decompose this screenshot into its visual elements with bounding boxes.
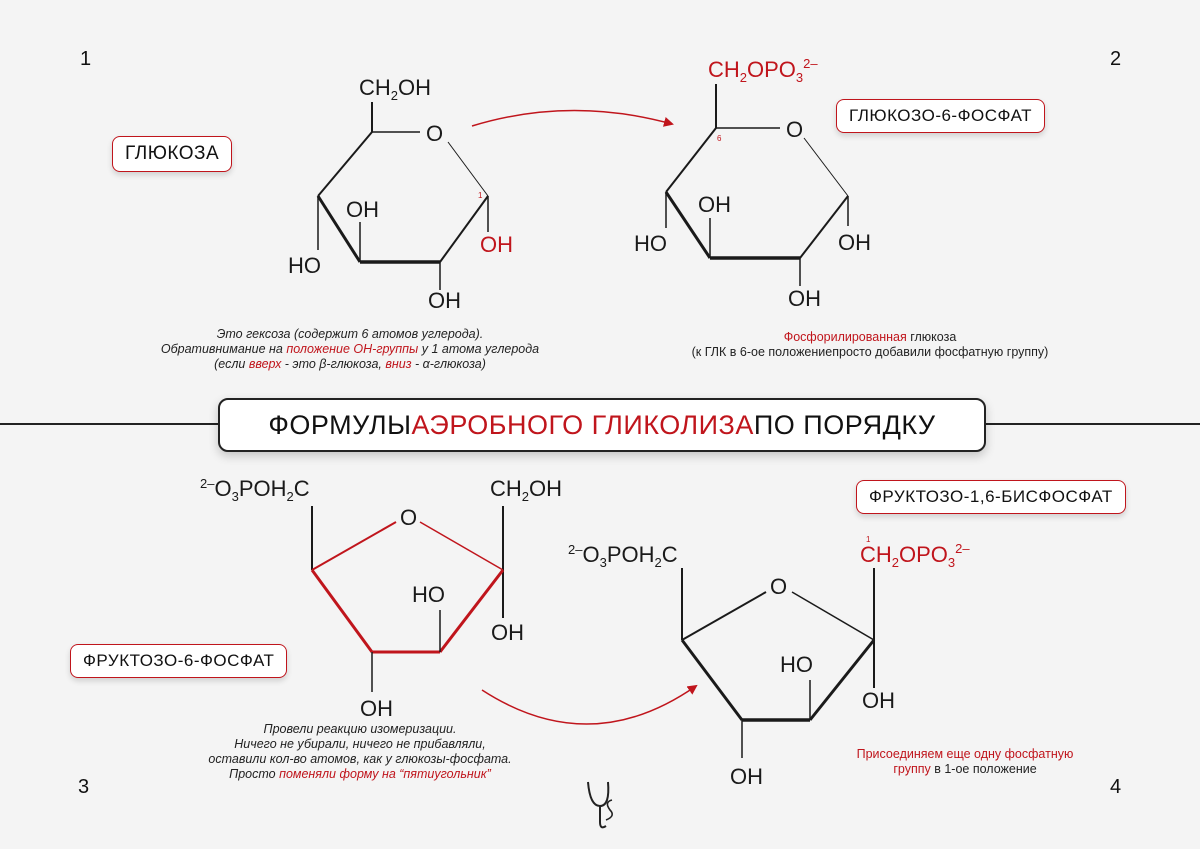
glucose-6-phosphate-structure: CH2OPO32– O OH HO OH OH 6 [634,56,871,311]
label-glucose: ГЛЮКОЗА [112,136,233,172]
f6p-left-group: 2–O3POH2C [200,476,310,504]
divider-right [982,423,1200,425]
note-f6p-line3: оставили кол-во атомов, как у глюкозы-фо… [208,752,512,766]
g-bond-c4-c3 [316,195,362,263]
g6p-oh-inner: OH [698,192,731,217]
f16bp-ring-c2-c3 [808,639,876,721]
reaction-arrow-1 [471,109,674,127]
f16bp-left-group: 2–O3POH2C [568,542,678,570]
note-glucose-6-phosphate: Фосфорилированная глюкоза (к ГЛК в 6-ое … [640,330,1100,360]
panel-number-1: 1 [80,48,92,70]
f6p-ring-o: O [400,505,417,530]
f16bp-ring-o: O [770,574,787,599]
fructose-6-phosphate-structure: 2–O3POH2C CH2OH O HO OH OH [200,476,562,721]
f6p-ring-o-c2 [419,521,504,571]
f6p-ch2oh: CH2OH [490,476,562,504]
g-bond-o-c1 [447,141,489,197]
g6p-bond-c4-c3 [664,191,712,259]
note-g6p-line2: (к ГЛК в 6-ое положениепросто добавили ф… [691,345,1049,359]
g-ho-left: HO [288,253,321,278]
note-glucose-line1: Это гексоза (содержит 6 атомов углерода)… [216,327,484,341]
panel-number-2: 2 [1110,48,1122,70]
f16bp-ring-c4-c5 [680,639,744,721]
g-c1-number: 1 [478,191,483,200]
logo-monogram [587,781,614,829]
f16bp-ring-o-c2 [791,591,875,641]
note-f6p-line2: Ничего не убирали, ничего не прибавляли, [234,737,486,751]
f6p-ho-inner: HO [412,582,445,607]
g-ch2oh: CH2OH [359,75,431,103]
g-oh-inner: OH [346,197,379,222]
g-bond-c5-c4 [317,131,373,197]
f6p-oh-bottom: OH [360,696,393,721]
note-f6p-line4: Просто поменяли форму на “пятиугольник” [229,767,491,781]
note-g6p-line1: Фосфорилированная глюкоза [783,330,957,344]
g6p-c6-number: 6 [717,134,722,143]
note-fructose-1-6-bisphosphate: Присоединяем еще одну фосфатную группу в… [800,747,1130,777]
title-part-3: ПО ПОРЯДКУ [753,409,936,440]
note-fructose-6-phosphate: Провели реакцию изомеризации. Ничего не … [160,722,560,782]
g6p-oh-right: OH [838,230,871,255]
f6p-ring-c5-o [311,521,397,571]
f6p-ring-c2-c3 [438,569,505,653]
page-title: ФОРМУЛЫ АЭРОБНОГО ГЛИКОЛИЗА ПО ПОРЯДКУ [218,398,986,452]
note-glucose-line2: Обративнимание на положение ОН-группы у … [160,342,540,356]
title-part-1: ФОРМУЛЫ [268,409,412,440]
f16bp-oh-bottom: OH [730,764,763,789]
g6p-bond-c5-c4 [665,127,717,193]
g6p-ring-o: O [786,117,803,142]
label-fructose-1-6-bisphosphate: ФРУКТОЗО-1,6-БИСФОСФАТ [856,480,1126,514]
reaction-arrow-2 [481,684,698,725]
f6p-oh-right: OH [491,620,524,645]
f6p-ring-c4-c5 [310,569,374,653]
glucose-structure: CH2OH O OH HO OH OH 1 [288,75,513,313]
note-f16bp-line2: группу в 1-ое положение [893,762,1037,776]
f16bp-ho-inner: HO [780,652,813,677]
label-fructose-6-phosphate: ФРУКТОЗО-6-ФОСФАТ [70,644,288,678]
g-bond-c2-c1 [439,195,489,263]
g6p-ch2opo3: CH2OPO32– [708,56,818,85]
title-part-2: АЭРОБНОГО ГЛИКОЛИЗА [411,409,754,440]
f16bp-ch2opo3: CH2OPO32– [860,541,970,570]
panel-number-3: 3 [78,776,90,798]
g6p-oh-bottom: OH [788,286,821,311]
f16bp-ring-c5-o [681,591,767,641]
g-ring-o: O [426,121,443,146]
g6p-bond-o-c1 [803,137,849,197]
divider-left [0,423,218,425]
g-oh-bottom: OH [428,288,461,313]
note-f16bp-line1: Присоединяем еще одну фосфатную [856,747,1074,761]
g-oh-anomeric: OH [480,232,513,257]
f16bp-oh-right: OH [862,688,895,713]
fructose-1-6-bisphosphate-structure: 2–O3POH2C CH2OPO32– 1 O HO OH OH [568,535,970,789]
g6p-bond-c2-c1 [799,195,849,259]
f16bp-c1-number: 1 [866,535,871,544]
note-f6p-line1: Провели реакцию изомеризации. [263,722,457,736]
label-glucose-6-phosphate: ГЛЮКОЗО-6-ФОСФАТ [836,99,1045,133]
note-glucose-line3: (если вверх - это β-глюкоза, вниз - α-гл… [214,357,486,371]
note-glucose: Это гексоза (содержит 6 атомов углерода)… [120,327,580,372]
g6p-ho-left: HO [634,231,667,256]
panel-number-4: 4 [1110,776,1122,798]
